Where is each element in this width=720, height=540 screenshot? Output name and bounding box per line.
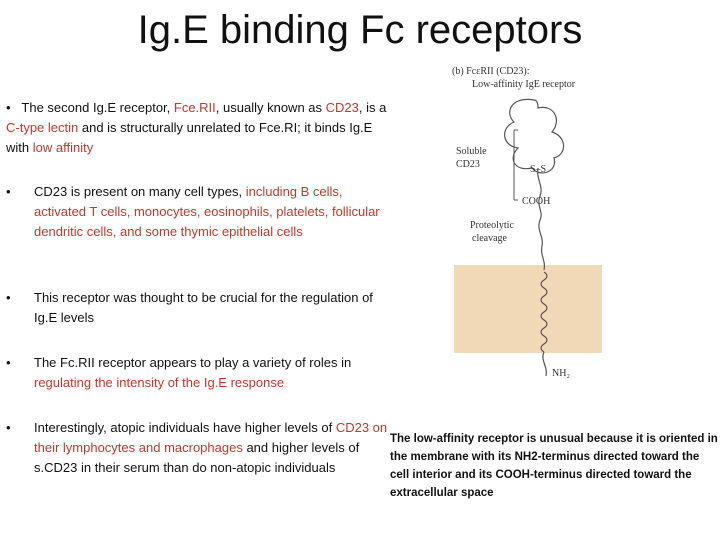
bullet-highlight: CD23 [325, 100, 359, 115]
bullet-marker: • [6, 100, 11, 115]
bullet-item: • The second Ig.E receptor, Fce.RII, usu… [6, 98, 390, 158]
cooh-label: COOH [522, 196, 550, 207]
receptor-diagram: (b) FcεRII (CD23): Low-affinity IgE rece… [442, 60, 602, 382]
bullet-highlight: including B cells, activated T cells, mo… [34, 184, 380, 239]
receptor-diagram-svg: (b) FcεRII (CD23): Low-affinity IgE rece… [452, 66, 602, 379]
lectin-head [504, 98, 565, 174]
bullet-text: The Fc.RII receptor appears to play a va… [34, 355, 352, 370]
bullet-text: , is a [358, 100, 387, 115]
bullet-text: and is structurally unrelated to Fce.RI;… [6, 120, 373, 155]
bullet-item: • This receptor was thought to be crucia… [6, 288, 390, 328]
figure-heading: (b) FcεRII (CD23): [452, 66, 530, 77]
bullet-highlight: CD23 on their lymphocytes and macrophage… [34, 420, 388, 455]
bullet-highlight: Fce.RII [173, 100, 216, 115]
soluble-cd23-label-line2: CD23 [456, 159, 480, 170]
cell-membrane [454, 265, 602, 353]
soluble-cd23-label: Soluble [456, 146, 487, 157]
bullet-item: • The Fc.RII receptor appears to play a … [6, 353, 390, 393]
cleavage-label: Proteolytic [470, 220, 514, 231]
bullet-highlight: C-type lectin [6, 120, 79, 135]
disulfide-label: S–S [530, 164, 546, 175]
slide-title: Ig.E binding Fc receptors [137, 8, 583, 52]
bullet-item: • CD23 is present on many cell types, in… [6, 182, 390, 242]
bullet-text: Interestingly, atopic individuals have h… [34, 420, 336, 435]
bullet-item: • Interestingly, atopic individuals have… [6, 418, 390, 478]
bullet-text: and higher levels of s.CD23 in their ser… [34, 440, 360, 475]
bullet-highlight: regulating the intensity of the Ig.E res… [34, 375, 285, 390]
bullet-marker: • [6, 355, 11, 370]
bullet-text: , usually known as [215, 100, 326, 115]
bullet-text: CD23 is present on many cell types, [34, 184, 246, 199]
bullet-text: This receptor was thought to be crucial … [34, 290, 373, 325]
receptor-stalk [537, 167, 546, 271]
figure-caption: The low-affinity receptor is unusual bec… [390, 433, 718, 499]
transmembrane-helix [540, 271, 548, 353]
bullet-highlight: low affinity [32, 140, 94, 155]
cleavage-label-line2: cleavage [472, 233, 508, 244]
figure-subheading: Low-affinity IgE receptor [472, 79, 576, 90]
cytoplasmic-tail [542, 351, 547, 377]
bullet-marker: • [6, 420, 11, 435]
bullet-marker: • [6, 184, 11, 199]
nh2-label: NH₂ [552, 368, 570, 379]
bullet-text: The second Ig.E receptor, [21, 100, 174, 115]
bullet-marker: • [6, 290, 11, 305]
